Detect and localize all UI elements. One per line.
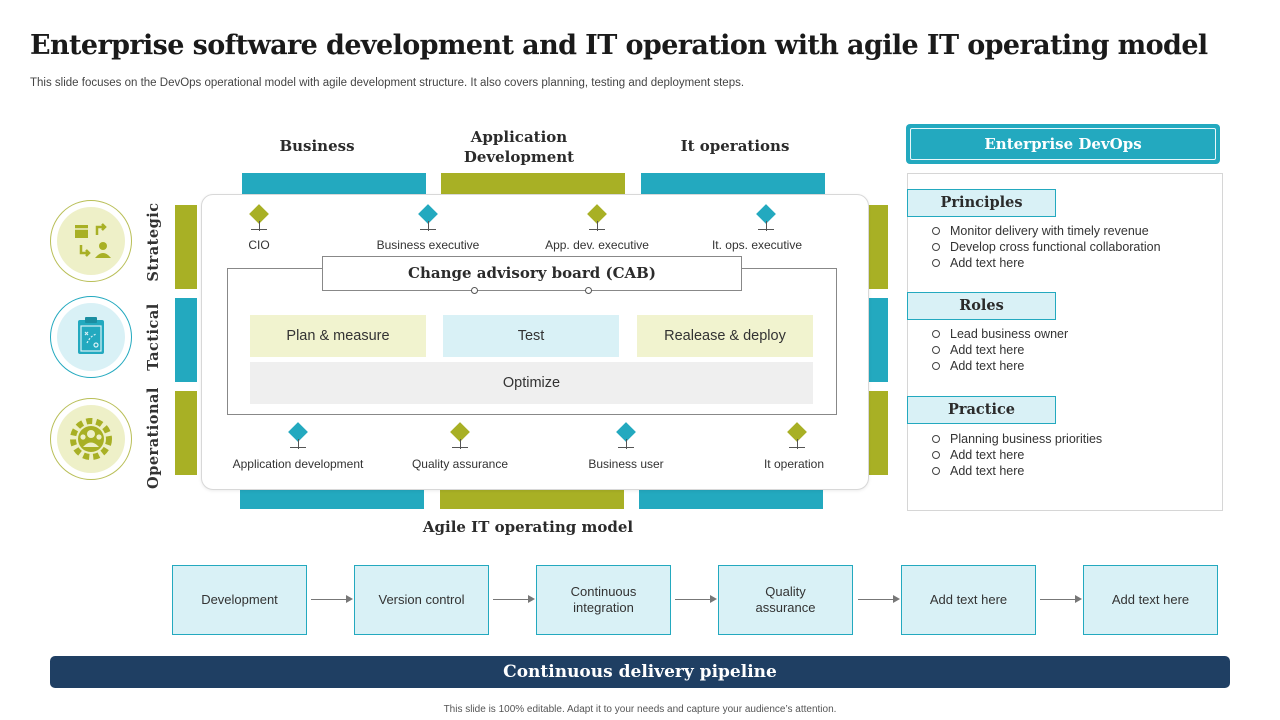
- list-item: Monitor delivery with timely revenue: [932, 223, 1161, 239]
- cab-connector-dot: [471, 287, 478, 294]
- boxes-exchange-user-icon: [75, 223, 111, 258]
- principles-list: Monitor delivery with timely revenue Dev…: [932, 223, 1161, 271]
- operational-left-bar: [175, 391, 197, 475]
- tactical-icon-circle: [50, 296, 132, 378]
- column-header-business: Business: [279, 137, 355, 155]
- enterprise-devops-title: Enterprise DevOps: [910, 128, 1216, 160]
- it-ops-top-bar: [641, 173, 825, 195]
- list-item: Develop cross functional collaboration: [932, 239, 1161, 255]
- app-dev-bottom-bar: [440, 487, 624, 509]
- side-label-operational: Operational: [145, 387, 162, 489]
- it-operation-marker-icon: [785, 422, 809, 453]
- release-deploy-box: Realease & deploy: [637, 315, 813, 357]
- app-dev-executive-marker-icon: [585, 204, 609, 235]
- side-label-strategic: Strategic: [145, 202, 162, 282]
- list-item: Add text here: [932, 463, 1102, 479]
- pipeline-step-version-control: Version control: [354, 565, 489, 635]
- operational-icon-circle: [50, 398, 132, 480]
- principles-heading: Principles: [907, 189, 1056, 217]
- optimize-box: Optimize: [250, 362, 813, 404]
- column-header-it-operations: It operations: [680, 137, 790, 155]
- arrow-right-icon: [858, 595, 900, 603]
- stakeholder-business-executive: Business executive: [376, 238, 480, 252]
- list-item: Add text here: [932, 447, 1102, 463]
- business-bottom-bar: [240, 487, 424, 509]
- enterprise-devops-header: Enterprise DevOps: [907, 125, 1219, 163]
- list-item: Add text here: [932, 342, 1068, 358]
- side-label-tactical: Tactical: [145, 303, 162, 371]
- roles-heading: Roles: [907, 292, 1056, 320]
- stakeholder-business-user: Business user: [588, 457, 664, 471]
- operational-right-bar: [866, 391, 888, 475]
- enterprise-devops-panel: [907, 173, 1223, 511]
- cio-marker-icon: [247, 204, 271, 235]
- stakeholder-it-operation: It operation: [763, 457, 825, 471]
- tactical-left-bar: [175, 298, 197, 382]
- page-subtitle: This slide focuses on the DevOps operati…: [30, 77, 745, 89]
- it-ops-executive-marker-icon: [754, 204, 778, 235]
- cab-connector-dot: [585, 287, 592, 294]
- list-item: Add text here: [932, 255, 1161, 271]
- test-box: Test: [443, 315, 619, 357]
- arrow-right-icon: [493, 595, 535, 603]
- pipeline-step-continuous-integration: Continuous integration: [536, 565, 671, 635]
- pipeline-step-6: Add text here: [1083, 565, 1218, 635]
- column-header-application-development: Application Development: [463, 128, 575, 166]
- continuous-delivery-pipeline-bar: Continuous delivery pipeline: [50, 656, 1230, 688]
- arrow-right-icon: [675, 595, 717, 603]
- arrow-right-icon: [311, 595, 353, 603]
- stakeholder-it-ops-executive: It. ops. executive: [711, 238, 803, 252]
- cab-title: Change advisory board (CAB): [322, 256, 742, 291]
- pipeline-step-development: Development: [172, 565, 307, 635]
- stakeholder-app-dev-executive: App. dev. executive: [545, 238, 649, 252]
- plan-measure-box: Plan & measure: [250, 315, 426, 357]
- strategic-right-bar: [866, 205, 888, 289]
- stakeholder-application-development: Application development: [232, 457, 364, 471]
- app-dev-top-bar: [441, 173, 625, 195]
- list-item: Planning business priorities: [932, 431, 1102, 447]
- roles-list: Lead business owner Add text here Add te…: [932, 326, 1068, 374]
- stakeholder-quality-assurance: Quality assurance: [411, 457, 509, 471]
- arrow-right-icon: [1040, 595, 1082, 603]
- strategic-icon-circle: [50, 200, 132, 282]
- strategic-left-bar: [175, 205, 197, 289]
- business-user-marker-icon: [614, 422, 638, 453]
- business-top-bar: [242, 173, 426, 195]
- clipboard-strategy-icon: [78, 317, 104, 354]
- practice-heading: Practice: [907, 396, 1056, 424]
- gear-team-icon: [70, 418, 112, 460]
- business-executive-marker-icon: [416, 204, 440, 235]
- agile-model-label: Agile IT operating model: [422, 518, 634, 536]
- practice-list: Planning business priorities Add text he…: [932, 431, 1102, 479]
- application-development-marker-icon: [286, 422, 310, 453]
- stakeholder-cio: CIO: [248, 238, 270, 252]
- list-item: Lead business owner: [932, 326, 1068, 342]
- tactical-right-bar: [866, 298, 888, 382]
- pipeline-step-quality-assurance: Quality assurance: [718, 565, 853, 635]
- pipeline-step-5: Add text here: [901, 565, 1036, 635]
- page-title: Enterprise software development and IT o…: [30, 30, 1208, 61]
- footer-note: This slide is 100% editable. Adapt it to…: [443, 704, 837, 715]
- quality-assurance-marker-icon: [448, 422, 472, 453]
- it-ops-bottom-bar: [639, 487, 823, 509]
- list-item: Add text here: [932, 358, 1068, 374]
